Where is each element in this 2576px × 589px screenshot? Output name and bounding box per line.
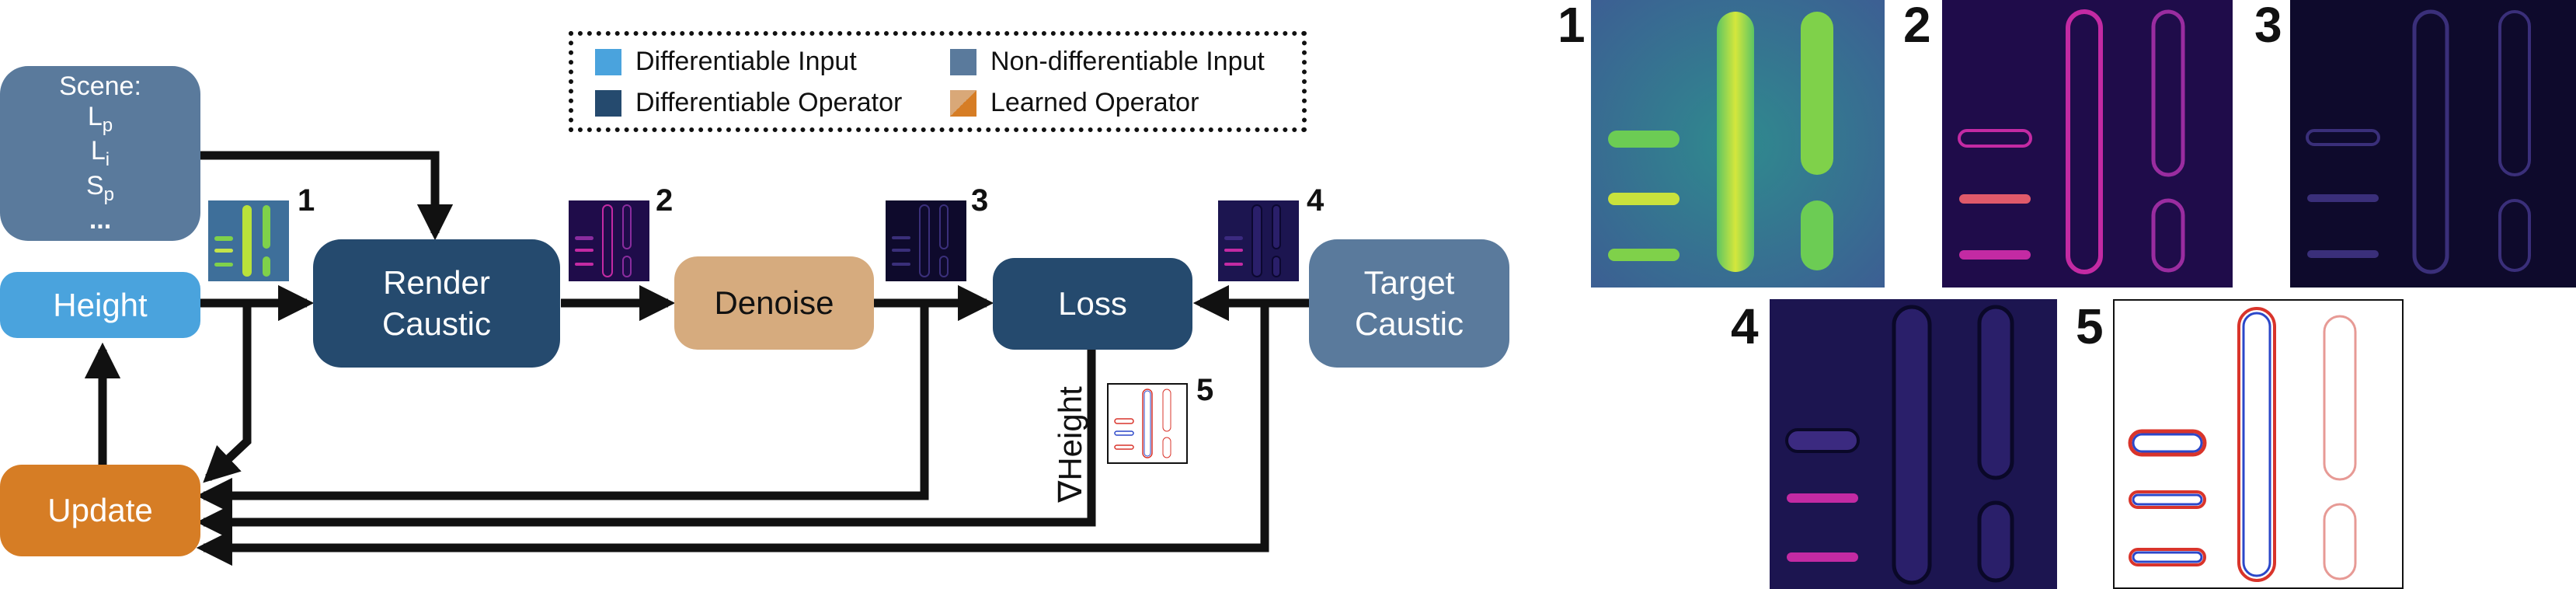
legend-label: Learned Operator <box>990 88 1199 117</box>
update-label: Update <box>47 492 153 528</box>
panel-5-image <box>2113 299 2404 589</box>
panel-2-image <box>1942 0 2233 288</box>
marker-5: 5 <box>1196 373 1214 407</box>
legend-swatch-non-differentiable-input <box>950 48 976 75</box>
height-label: Height <box>53 286 148 323</box>
panel-4-graphic <box>1770 299 2057 589</box>
thumb-5-gradient <box>1107 383 1188 464</box>
legend-item-learned-operator: Learned Operator <box>950 88 1199 118</box>
scene-node: Scene: Lp Li Sp ... <box>0 66 200 241</box>
gradient-height-label: ∇Height <box>1052 386 1088 503</box>
panel-1-number: 1 <box>1558 0 1586 53</box>
target-line-1: Target <box>1363 264 1455 301</box>
panel-5-graphic <box>2115 301 2402 587</box>
marker-3: 3 <box>971 183 989 218</box>
render-caustic-node: Render Caustic <box>313 239 560 368</box>
render-line-2: Caustic <box>381 305 492 342</box>
panel-1-graphic <box>1591 0 1885 288</box>
scene-title: Scene: <box>59 71 141 101</box>
thumb-1-graphic <box>208 200 289 281</box>
target-caustic-node: Target Caustic <box>1309 239 1509 368</box>
legend-label: Differentiable Input <box>635 47 857 76</box>
thumb-5-graphic <box>1114 389 1171 458</box>
arrow-target-to-update <box>196 303 1269 566</box>
legend-item-differentiable-input: Differentiable Input <box>595 47 857 77</box>
scene-ellipsis: ... <box>89 205 112 235</box>
panel-5-number: 5 <box>2076 298 2104 354</box>
panel-4-image <box>1770 299 2057 589</box>
scene-line-light-position: Lp <box>87 101 113 136</box>
panel-3-image <box>2290 0 2576 288</box>
render-line-1: Render <box>383 264 490 301</box>
height-node: Height <box>0 272 200 338</box>
update-node: Update <box>0 465 200 556</box>
legend-box: Differentiable Input Non-differentiable … <box>569 31 1307 132</box>
legend-swatch-learned-operator <box>950 89 976 117</box>
thumb-3-denoised <box>886 200 966 281</box>
denoise-label: Denoise <box>714 284 834 321</box>
denoise-node: Denoise <box>674 256 874 350</box>
marker-1: 1 <box>298 183 315 218</box>
legend-item-non-differentiable-input: Non-differentiable Input <box>950 47 1265 77</box>
scene-line-screen-position: Sp <box>85 170 115 205</box>
legend-swatch-differentiable-operator <box>595 89 621 117</box>
thumb-2-graphic <box>569 200 649 281</box>
arrow-scene-to-render <box>200 151 454 241</box>
marker-4: 4 <box>1307 183 1325 218</box>
legend-item-differentiable-operator: Differentiable Operator <box>595 88 902 118</box>
arrow-gradient-to-update <box>196 350 1096 541</box>
arrow-height-to-update <box>203 303 252 483</box>
thumb-2-caustic <box>569 200 649 281</box>
thumb-3-graphic <box>886 200 966 281</box>
thumb-4-target <box>1218 200 1299 281</box>
loss-node: Loss <box>993 258 1192 350</box>
scene-line-light-intensity: Li <box>90 136 110 171</box>
panel-3-graphic <box>2290 0 2576 288</box>
legend-label: Non-differentiable Input <box>990 47 1265 76</box>
thumb-1-caustic <box>208 200 289 281</box>
panel-4-number: 4 <box>1731 298 1759 354</box>
thumb-4-graphic <box>1218 200 1299 281</box>
legend-label: Differentiable Operator <box>635 88 903 117</box>
panel-1-image <box>1591 0 1885 288</box>
legend-swatch-differentiable-input <box>595 48 621 75</box>
arrow-denoised-to-update <box>196 303 929 514</box>
target-line-2: Caustic <box>1354 305 1464 342</box>
panel-2-graphic <box>1942 0 2233 288</box>
panel-2-number: 2 <box>1903 0 1931 53</box>
panel-3-number: 3 <box>2254 0 2282 53</box>
loss-label: Loss <box>1058 285 1127 322</box>
marker-2: 2 <box>656 183 674 218</box>
